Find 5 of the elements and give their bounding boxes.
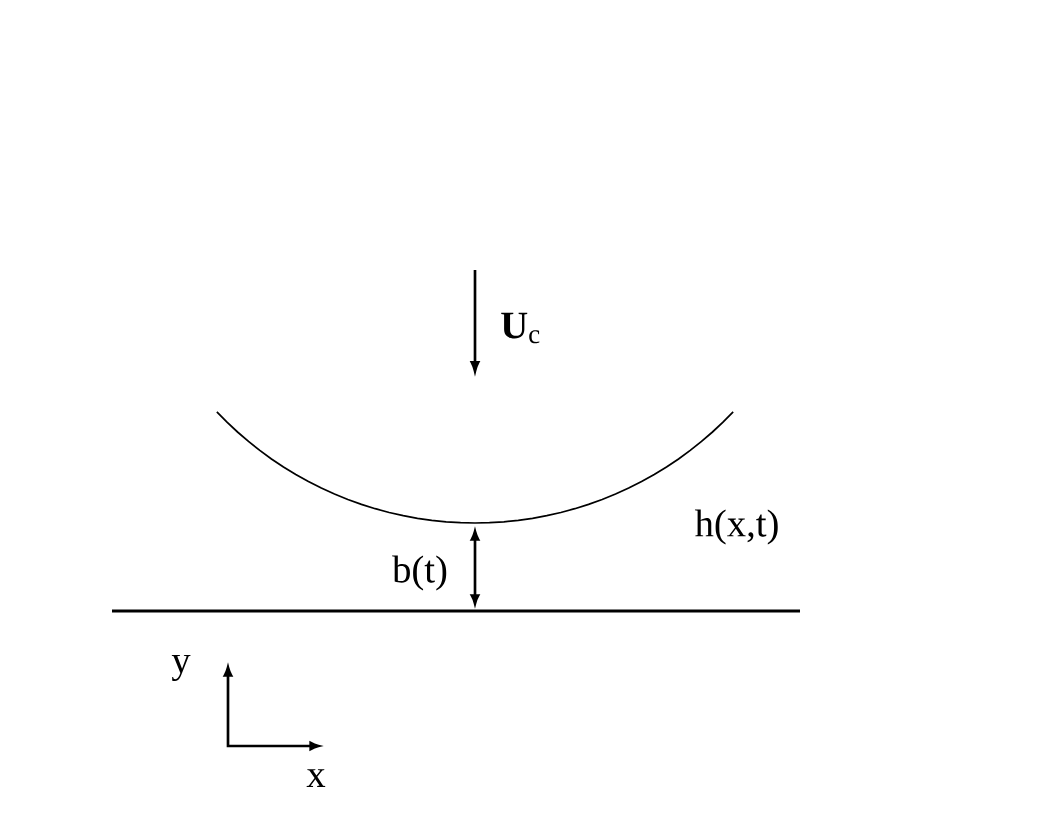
axis-label: x <box>306 769 326 787</box>
velocity-label: U$_{c}$ <box>501 312 540 344</box>
variable-label: h(x,t) <box>694 509 778 545</box>
gap-label: b(t) <box>392 555 447 591</box>
axis-label: y <box>171 654 191 682</box>
